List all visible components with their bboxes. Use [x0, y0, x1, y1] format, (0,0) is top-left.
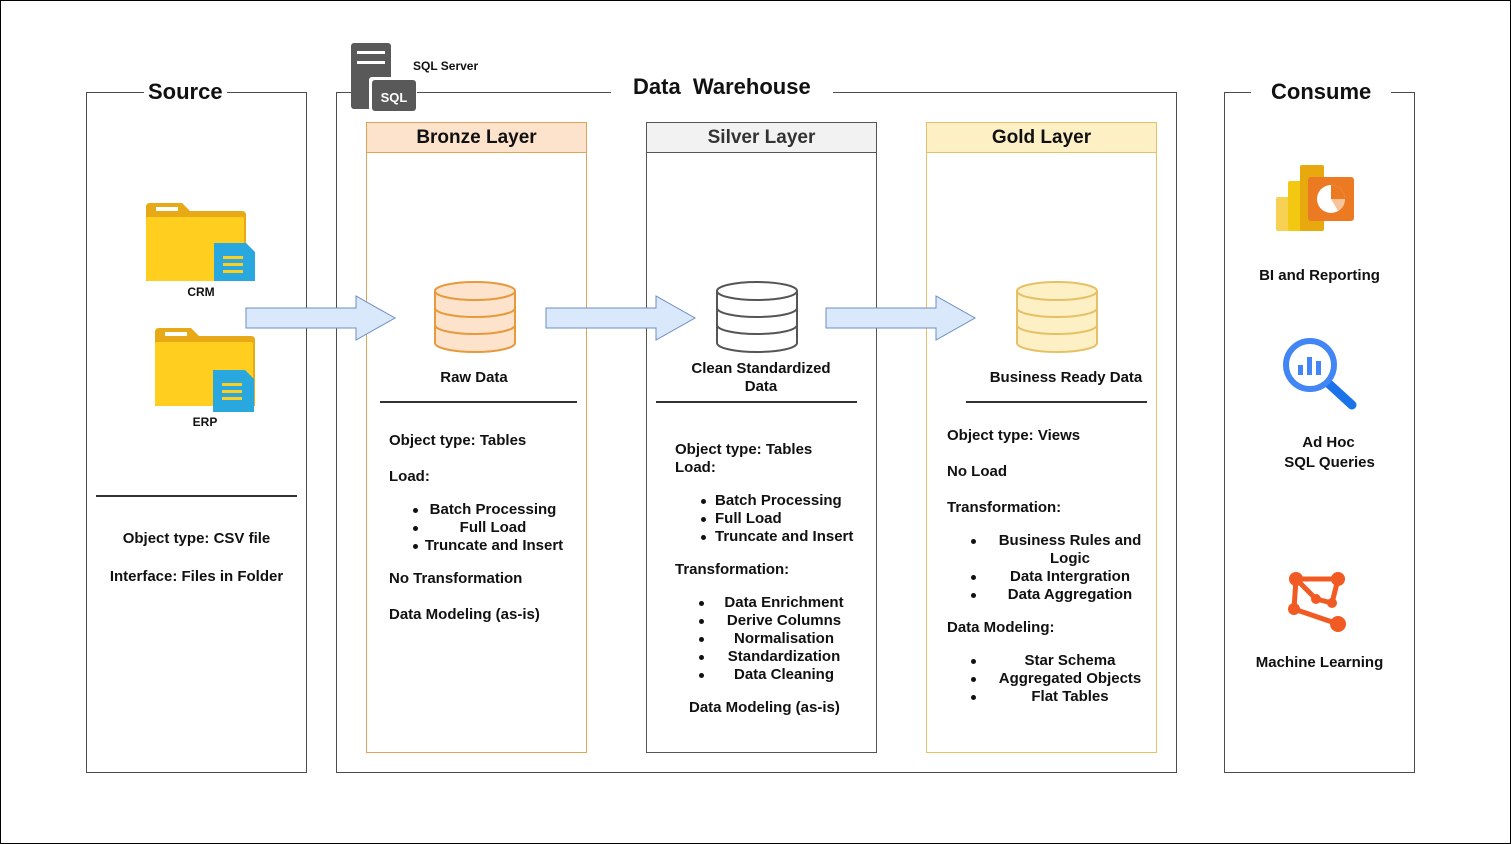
list-item: Batch Processing [413, 501, 573, 519]
database-icon [1016, 281, 1098, 353]
silver-load-label: Load: [675, 459, 716, 476]
bronze-layer: Bronze Layer [366, 122, 587, 753]
erp-label: ERP [192, 415, 218, 429]
folder-document-icon [146, 203, 255, 281]
machine-learning-label: Machine Learning [1255, 654, 1384, 671]
list-item: Batch Processing [701, 492, 861, 510]
warehouse-title: Data Warehouse [611, 74, 833, 100]
bronze-layer-title: Bronze Layer [367, 123, 586, 153]
list-item-continuation: Logic [1050, 550, 1090, 567]
gold-object-type: Object type: Views [947, 427, 1081, 444]
source-divider [96, 495, 297, 497]
bronze-data-label: Raw Data [440, 369, 508, 386]
list-item: Business Rules and [971, 532, 1141, 550]
list-item: Aggregated Objects [971, 670, 1141, 688]
bronze-load-list: Batch Processing Full Load Truncate and … [413, 501, 573, 555]
source-group [86, 92, 307, 773]
silver-data-label-line2: Data [744, 378, 778, 395]
gold-divider [966, 401, 1147, 403]
sql-server-icon: SQL [351, 43, 417, 111]
bi-reporting-label: BI and Reporting [1259, 267, 1380, 284]
flow-arrow-source-to-bronze [245, 295, 397, 341]
list-item: Derive Columns [699, 612, 869, 630]
source-object-type: Object type: CSV file [122, 530, 271, 547]
silver-divider [656, 401, 857, 403]
gold-data-label: Business Ready Data [989, 369, 1143, 386]
database-icon [716, 281, 798, 353]
adhoc-label-line1: Ad Hoc [1302, 434, 1355, 451]
bronze-transformation: No Transformation [389, 570, 523, 587]
list-item: Data Intergration [971, 568, 1141, 586]
machine-learning-icon [1288, 572, 1346, 632]
silver-transformation-label: Transformation: [675, 561, 790, 578]
gold-layer: Gold Layer [926, 122, 1157, 753]
list-item: Normalisation [699, 630, 869, 648]
source-interface: Interface: Files in Folder [109, 568, 284, 585]
list-item: Full Load [701, 510, 861, 528]
list-item: Truncate and Insert [701, 528, 861, 546]
silver-layer: Silver Layer [646, 122, 877, 753]
flow-arrow-bronze-to-silver [545, 295, 697, 341]
flow-arrow-silver-to-gold [825, 295, 977, 341]
bronze-object-type: Object type: Tables [389, 432, 527, 449]
folder-document-icon [155, 328, 255, 412]
crm-label: CRM [187, 285, 215, 299]
silver-object-type: Object type: Tables [675, 441, 813, 458]
gold-layer-title: Gold Layer [927, 123, 1156, 153]
gold-modeling-label: Data Modeling: [947, 619, 1055, 636]
source-title: Source [144, 79, 227, 105]
list-item: Data Cleaning [699, 666, 869, 684]
silver-load-list: Batch Processing Full Load Truncate and … [701, 492, 861, 546]
silver-transformation-list: Data Enrichment Derive Columns Normalisa… [699, 594, 869, 684]
bronze-load-label: Load: [389, 468, 430, 485]
list-item: Data Enrichment [699, 594, 869, 612]
sql-badge-text: SQL [381, 90, 408, 105]
sql-server-label: SQL Server [413, 59, 479, 73]
adhoc-label-line2: SQL Queries [1284, 454, 1375, 471]
bronze-modeling: Data Modeling (as-is) [389, 606, 540, 623]
silver-modeling: Data Modeling (as-is) [689, 699, 840, 716]
list-item: Flat Tables [971, 688, 1141, 706]
gold-transformation-list: Business Rules and Logic Data Intergrati… [971, 532, 1141, 604]
sql-query-search-icon [1283, 338, 1357, 410]
silver-data-label-line1: Clean Standardized [691, 360, 831, 377]
power-bi-icon [1276, 165, 1354, 231]
gold-modeling-list: Star Schema Aggregated Objects Flat Tabl… [971, 652, 1141, 706]
list-item: Truncate and Insert [413, 537, 573, 555]
gold-load: No Load [947, 463, 1007, 480]
bronze-divider [380, 401, 577, 403]
list-item: Star Schema [971, 652, 1141, 670]
consume-title: Consume [1251, 79, 1392, 105]
silver-layer-title: Silver Layer [647, 123, 876, 153]
database-icon [434, 281, 516, 353]
list-item: Data Aggregation [971, 586, 1141, 604]
gold-transformation-label: Transformation: [947, 499, 1062, 516]
list-item: Full Load [413, 519, 573, 537]
list-item: Standardization [699, 648, 869, 666]
